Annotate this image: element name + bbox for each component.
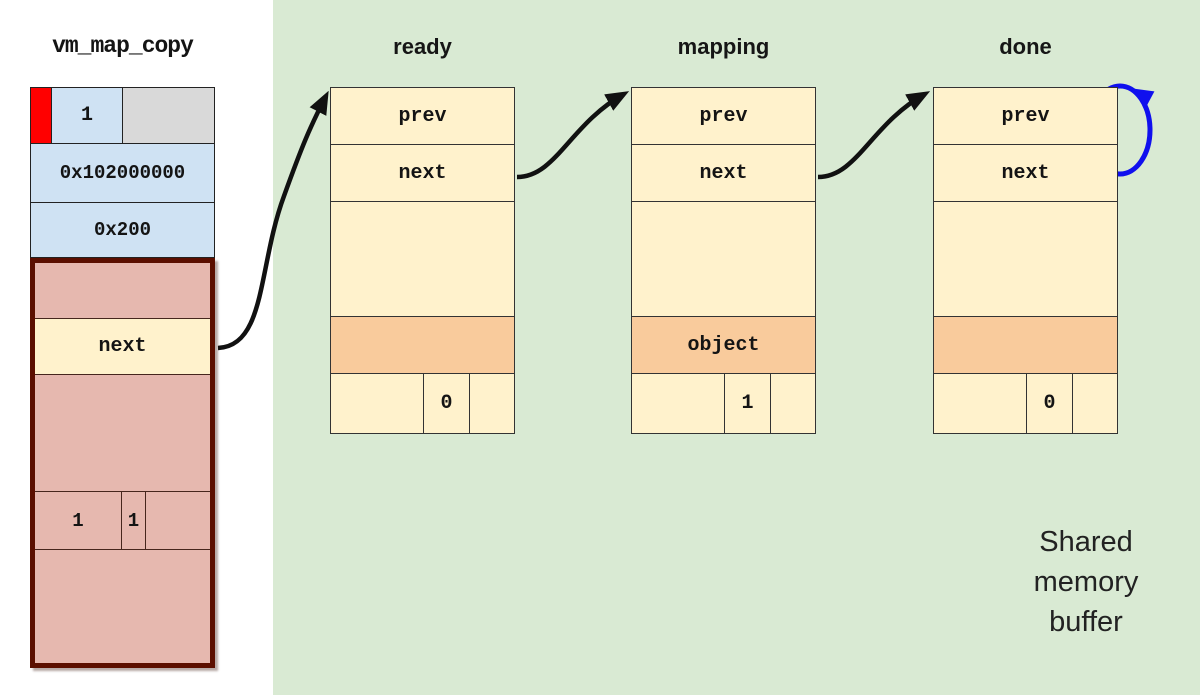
- node-bottom-row: 0: [331, 374, 514, 433]
- vm-map-copy-entry-box: next 1 1: [30, 258, 215, 668]
- address-cell: 0x102000000: [31, 143, 214, 202]
- prev-cell: prev: [632, 88, 815, 145]
- node-bottom-row: 1: [632, 374, 815, 433]
- shared-memory-buffer-label: Shared memory buffer: [991, 522, 1181, 642]
- node-ready: prev next 0: [330, 87, 515, 434]
- next-cell: next: [331, 145, 514, 202]
- object-cell: [331, 317, 514, 374]
- type-value-cell: 1: [52, 88, 123, 143]
- node-bottom-row: 0: [934, 374, 1117, 433]
- flag-b-cell: 1: [122, 492, 146, 549]
- object-cell: [934, 317, 1117, 374]
- node-mapping-title: mapping: [677, 34, 770, 59]
- size-cell: 0x200: [31, 202, 214, 257]
- payload-cell: [632, 202, 815, 317]
- prev-cell: prev: [934, 88, 1117, 145]
- bottom-empty-cell: [470, 374, 514, 433]
- annotation-line: memory: [1033, 566, 1139, 598]
- vm-map-copy-next-cell: next: [35, 318, 210, 375]
- padding-cell: [123, 88, 214, 143]
- vm-map-copy-header-box: 1 0x102000000 0x200: [30, 87, 215, 258]
- ref-count-cell: 0: [424, 374, 470, 433]
- payload-cell: [331, 202, 514, 317]
- flag-empty-cell: [146, 492, 210, 549]
- bottom-empty-cell: [1073, 374, 1117, 433]
- next-cell: next: [934, 145, 1117, 202]
- bottom-empty-cell: [934, 374, 1027, 433]
- vm-map-copy-flags-row: 1 1: [35, 491, 210, 550]
- object-cell: object: [632, 317, 815, 374]
- payload-cell: [934, 202, 1117, 317]
- prev-cell: prev: [331, 88, 514, 145]
- node-mapping: prev next object 1: [631, 87, 816, 434]
- node-done: prev next 0: [933, 87, 1118, 434]
- vm-map-copy-type-row: 1: [31, 88, 214, 143]
- red-flag-cell: [31, 88, 52, 143]
- bottom-empty-cell: [771, 374, 815, 433]
- annotation-line: buffer: [1049, 606, 1123, 638]
- node-ready-title: ready: [393, 34, 452, 59]
- annotation-line: Shared: [1039, 526, 1133, 558]
- ref-count-cell: 0: [1027, 374, 1073, 433]
- vm-map-copy-title: vm_map_copy: [52, 33, 194, 59]
- next-cell: next: [632, 145, 815, 202]
- node-done-title: done: [999, 34, 1052, 59]
- ref-count-cell: 1: [725, 374, 771, 433]
- bottom-empty-cell: [632, 374, 725, 433]
- bottom-empty-cell: [331, 374, 424, 433]
- flag-a-cell: 1: [35, 492, 122, 549]
